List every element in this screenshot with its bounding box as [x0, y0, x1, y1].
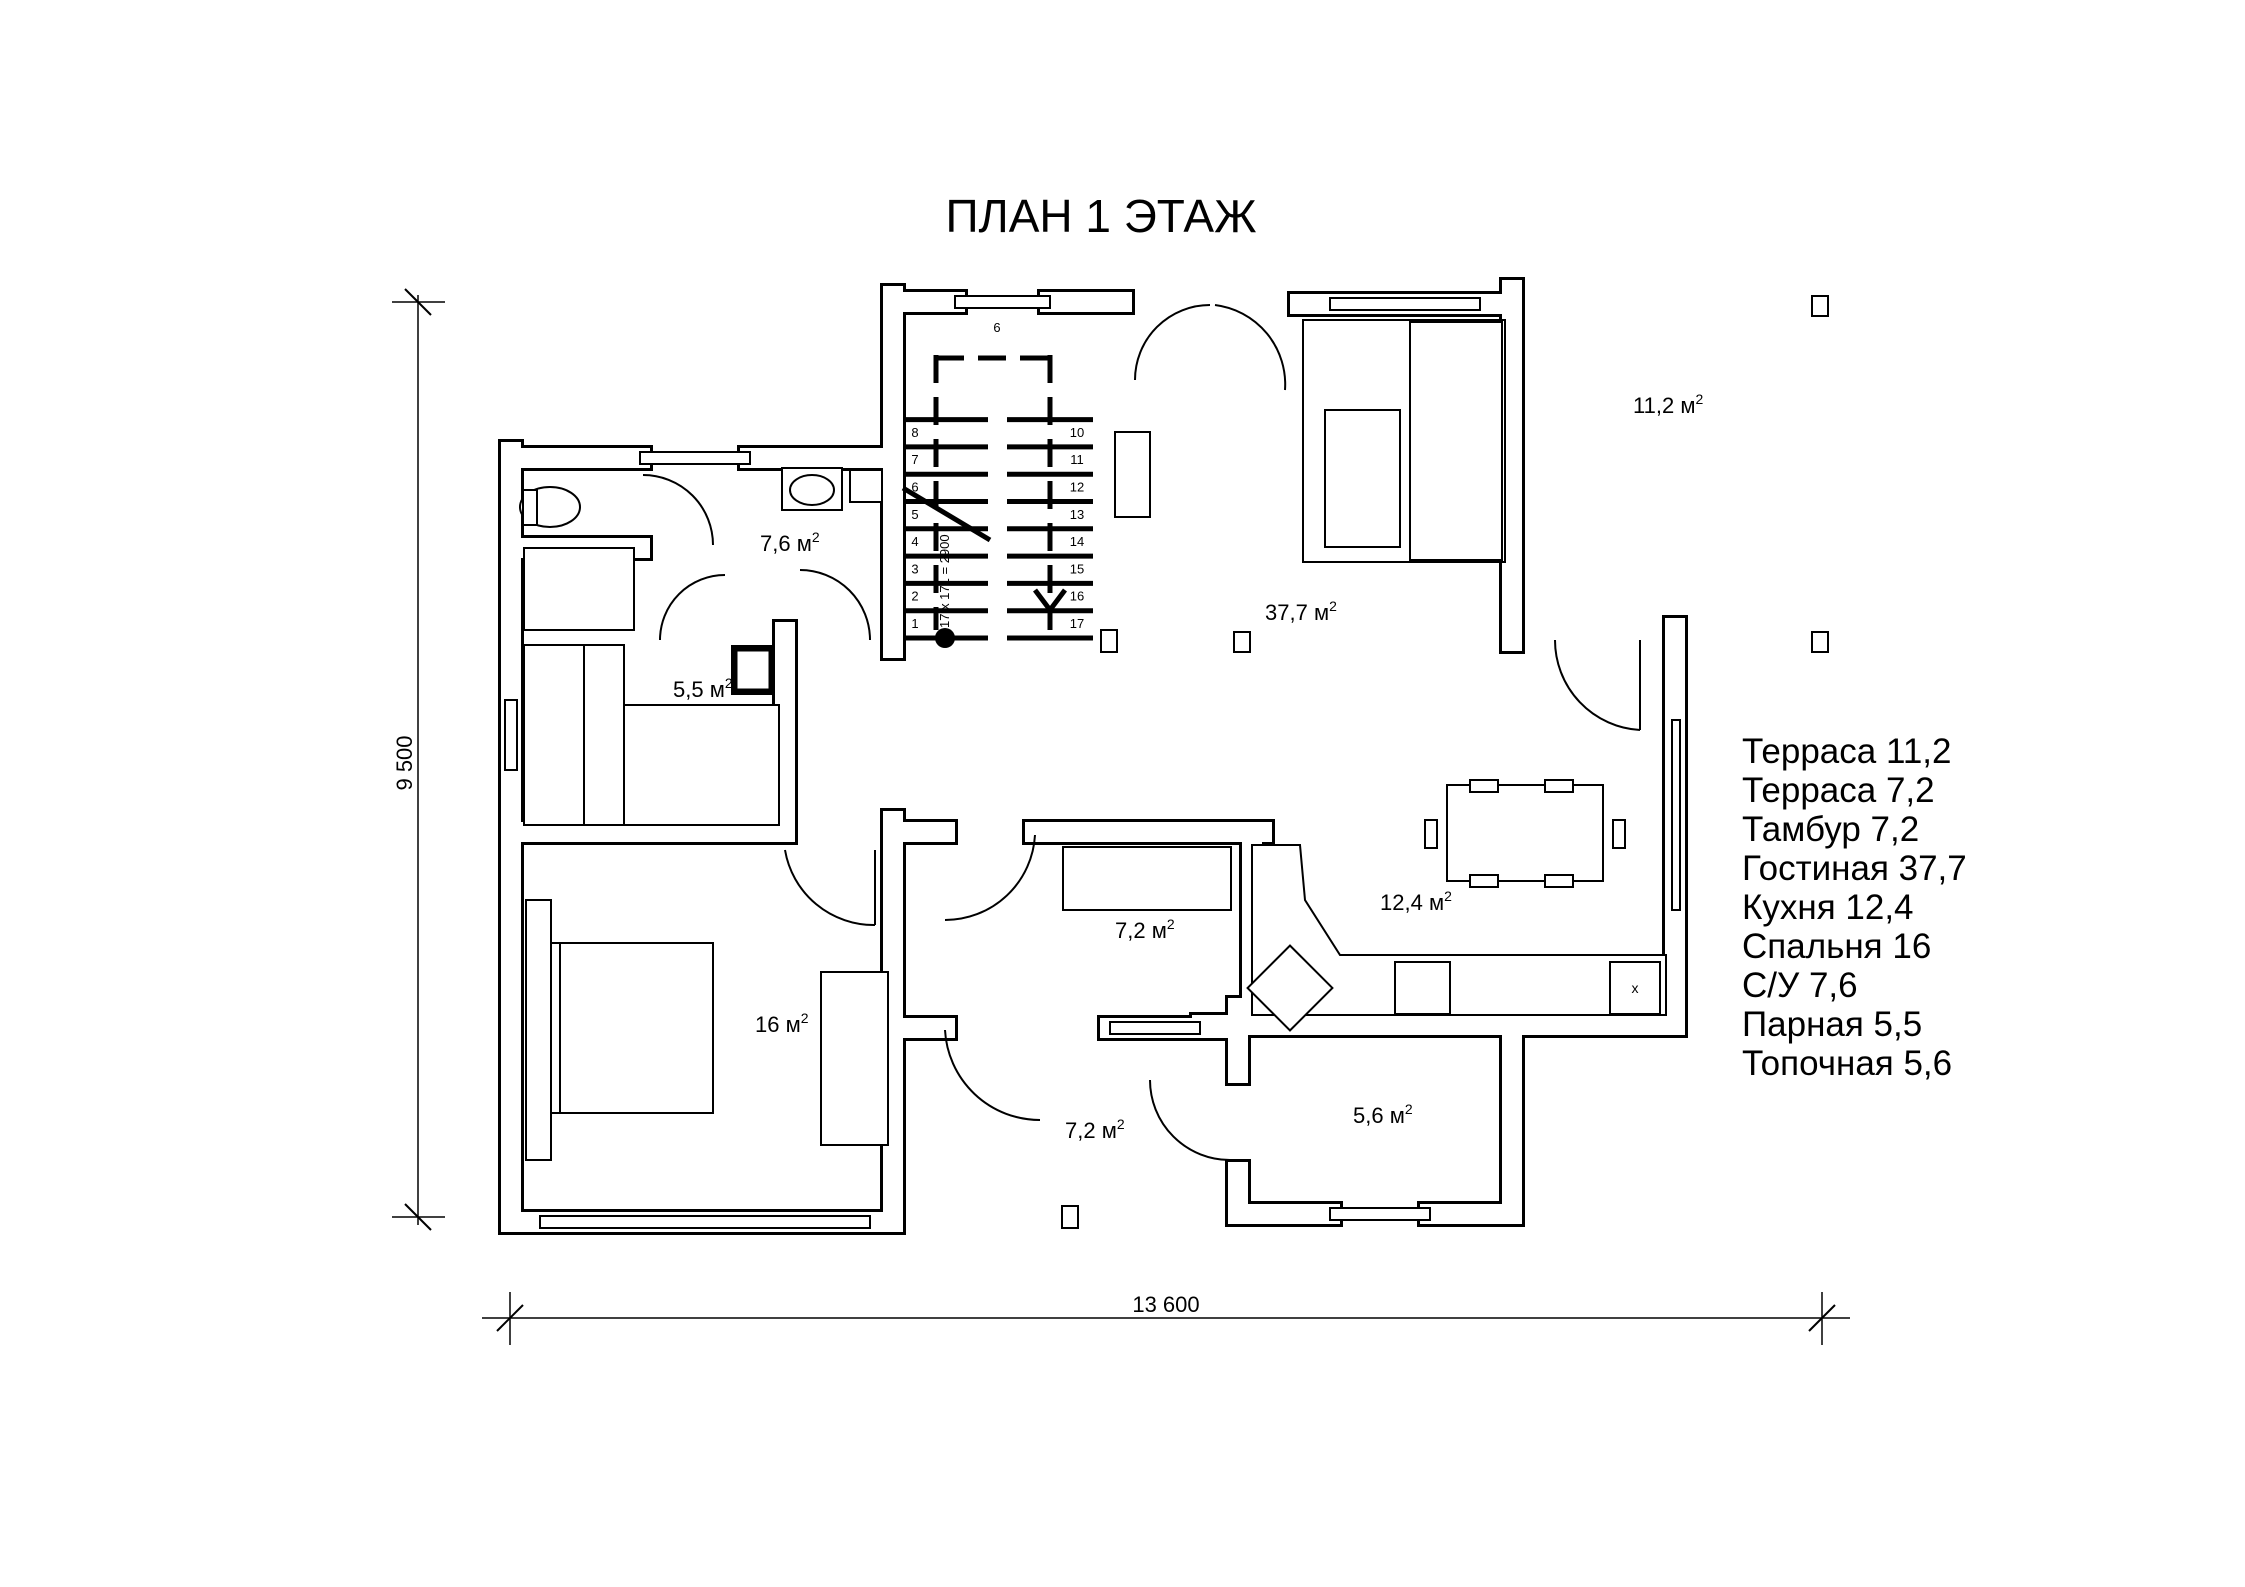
room-area-kitchen: 12,4 м2	[1380, 888, 1452, 915]
legend-item: Парная 5,5	[1742, 1005, 1923, 1044]
stair-step-number: 10	[1070, 425, 1084, 440]
legend-item: Тамбур 7,2	[1742, 810, 1920, 849]
dining-table	[1446, 784, 1604, 882]
room-area-boiler: 5,6 м2	[1353, 1101, 1413, 1128]
stair-step-number: 4	[911, 534, 918, 549]
shower	[523, 547, 635, 631]
stair-step-number: 2	[911, 589, 918, 604]
stair-step-number: 17	[1070, 616, 1084, 631]
room-area-bedroom: 16 м2	[755, 1010, 809, 1037]
legend-item: Топочная 5,6	[1742, 1044, 1953, 1083]
stair-step-number: 7	[911, 452, 918, 467]
coffee-table	[1324, 409, 1401, 548]
legend-item: Терраса 11,2	[1742, 732, 1952, 771]
kitchen-mark: x	[1632, 980, 1639, 996]
room-area-tambour: 7,2 м2	[1115, 916, 1175, 943]
stair-step-number: 1	[911, 616, 918, 631]
stair-landing-step: 9	[993, 320, 1000, 335]
doors	[642, 304, 1641, 1161]
legend-item: Терраса 7,2	[1742, 771, 1935, 810]
room-area-terrace-1: 11,2 м2	[1633, 391, 1703, 418]
stair-step-number: 14	[1070, 534, 1084, 549]
stair-step-number: 3	[911, 561, 918, 576]
room-area-terrace-2: 7,2 м2	[1065, 1116, 1125, 1143]
stair-step-number: 13	[1070, 507, 1084, 522]
stair-formula: 17 x 171 = 2900	[937, 534, 952, 628]
fireplace	[1114, 431, 1151, 518]
furniture: x	[519, 319, 1667, 1161]
legend-item: Кухня 12,4	[1742, 888, 1914, 927]
stair-step-number: 6	[911, 480, 918, 495]
width-dimension-label: 13 600	[1132, 1292, 1199, 1317]
stair-step-number: 8	[911, 425, 918, 440]
kitchen-counter	[1251, 844, 1667, 1016]
room-labels: 11,2 м2 7,6 м2 37,7 м2 5,5 м2 12,4 м2 7,2 м2 1…	[673, 391, 1703, 1143]
stair-step-number: 11	[1070, 452, 1084, 467]
stair-step-number: 16	[1070, 589, 1084, 604]
height-dimension-label: 9 500	[392, 735, 417, 790]
plan-title: ПЛАН 1 ЭТАЖ	[945, 190, 1256, 242]
bedroom-sofa	[820, 971, 889, 1146]
columns	[1061, 295, 1829, 1229]
legend-item: Спальня 16	[1742, 927, 1932, 966]
room-area-steam: 5,5 м2	[673, 675, 733, 702]
dimension-height: 9 500	[392, 288, 445, 1231]
stair-step-number: 15	[1070, 561, 1084, 576]
stair-step-number: 12	[1070, 480, 1084, 495]
windows	[504, 295, 1681, 1229]
staircase: 17 x 171 = 2900 9 1234567817161514131211…	[901, 320, 1093, 648]
stair-step-number: 5	[911, 507, 918, 522]
legend-item: С/У 7,6	[1742, 966, 1858, 1005]
room-area-toilet-bath: 7,6 м2	[760, 529, 820, 556]
sofa	[1062, 846, 1232, 911]
legend-item: Гостиная 37,7	[1742, 849, 1967, 888]
room-area-living: 37,7 м2	[1265, 598, 1337, 625]
dimension-width: 13 600	[482, 1292, 1850, 1345]
sauna-bench	[523, 644, 585, 826]
